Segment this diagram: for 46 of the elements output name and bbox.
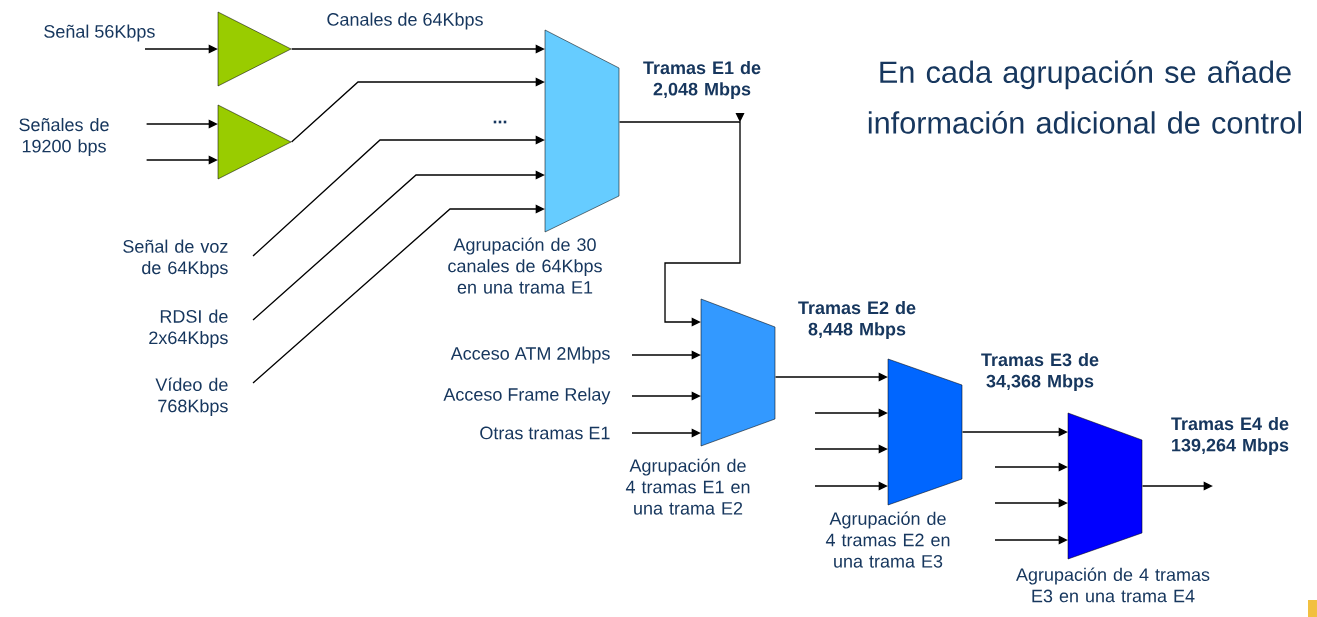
multiplexer-symbol <box>887 358 963 506</box>
arrow <box>252 170 545 321</box>
arrow <box>1141 481 1213 491</box>
multiplexer-symbol <box>700 298 776 447</box>
arrow <box>631 428 701 438</box>
arrow <box>618 113 745 327</box>
triangle-symbol <box>217 104 292 180</box>
arrow <box>994 462 1068 472</box>
arrow <box>631 350 701 360</box>
signal-label: Señales de 19200 bps <box>19 117 109 157</box>
arrow <box>814 481 888 491</box>
arrow <box>145 155 218 165</box>
edge-label: Tramas E3 de 34,368 Mbps <box>968 351 1112 393</box>
caption-text: Agrupación de 4 tramas E1 en una trama E2 <box>625 458 750 515</box>
edge-label: Tramas E1 de 2,048 Mbps <box>630 59 774 101</box>
arrow <box>994 498 1068 508</box>
arrow <box>994 535 1068 545</box>
note-text: En cada agrupación se añade información adicional de control <box>868 60 1302 134</box>
arrow <box>814 444 888 454</box>
arrow <box>145 119 218 129</box>
arrow <box>144 44 218 54</box>
edge-label: Canales de 64Kbps <box>325 11 485 31</box>
signal-label: Otras tramas E1 <box>480 426 610 440</box>
arrow <box>631 391 701 401</box>
arrow <box>252 135 545 257</box>
arrow <box>961 427 1068 437</box>
edge-label: Tramas E4 de 139,264 Mbps <box>1155 415 1305 457</box>
multiplexer-symbol <box>544 29 620 233</box>
signal-label: Acceso Frame Relay <box>443 387 611 405</box>
arrow <box>252 204 545 384</box>
caption-text: Agrupación de 30 canales de 64Kbps en una trama E1 <box>448 237 602 294</box>
edge-label: Tramas E2 de 8,448 Mbps <box>785 299 929 341</box>
arrow <box>290 44 545 54</box>
arrow <box>774 372 888 382</box>
arrow <box>290 77 545 143</box>
signal-label: Señal de voz de 64Kbps <box>123 239 228 278</box>
triangle-symbol <box>217 11 292 87</box>
multiplexer-symbol <box>1067 412 1143 560</box>
caption-text: Agrupación de 4 tramas E2 en una trama E3 <box>825 511 950 568</box>
signal-label: Vídeo de 768Kbps <box>155 377 228 416</box>
arrow <box>814 408 888 418</box>
signal-label: Señal 56Kbps <box>44 24 155 42</box>
caption-text: Agrupación de 4 tramas E3 en una trama E4 <box>1016 567 1210 603</box>
signal-label: RDSI de 2x64Kbps <box>149 309 228 348</box>
signal-label: Acceso ATM 2Mbps <box>450 346 610 364</box>
ellipsis: ... <box>493 120 507 124</box>
